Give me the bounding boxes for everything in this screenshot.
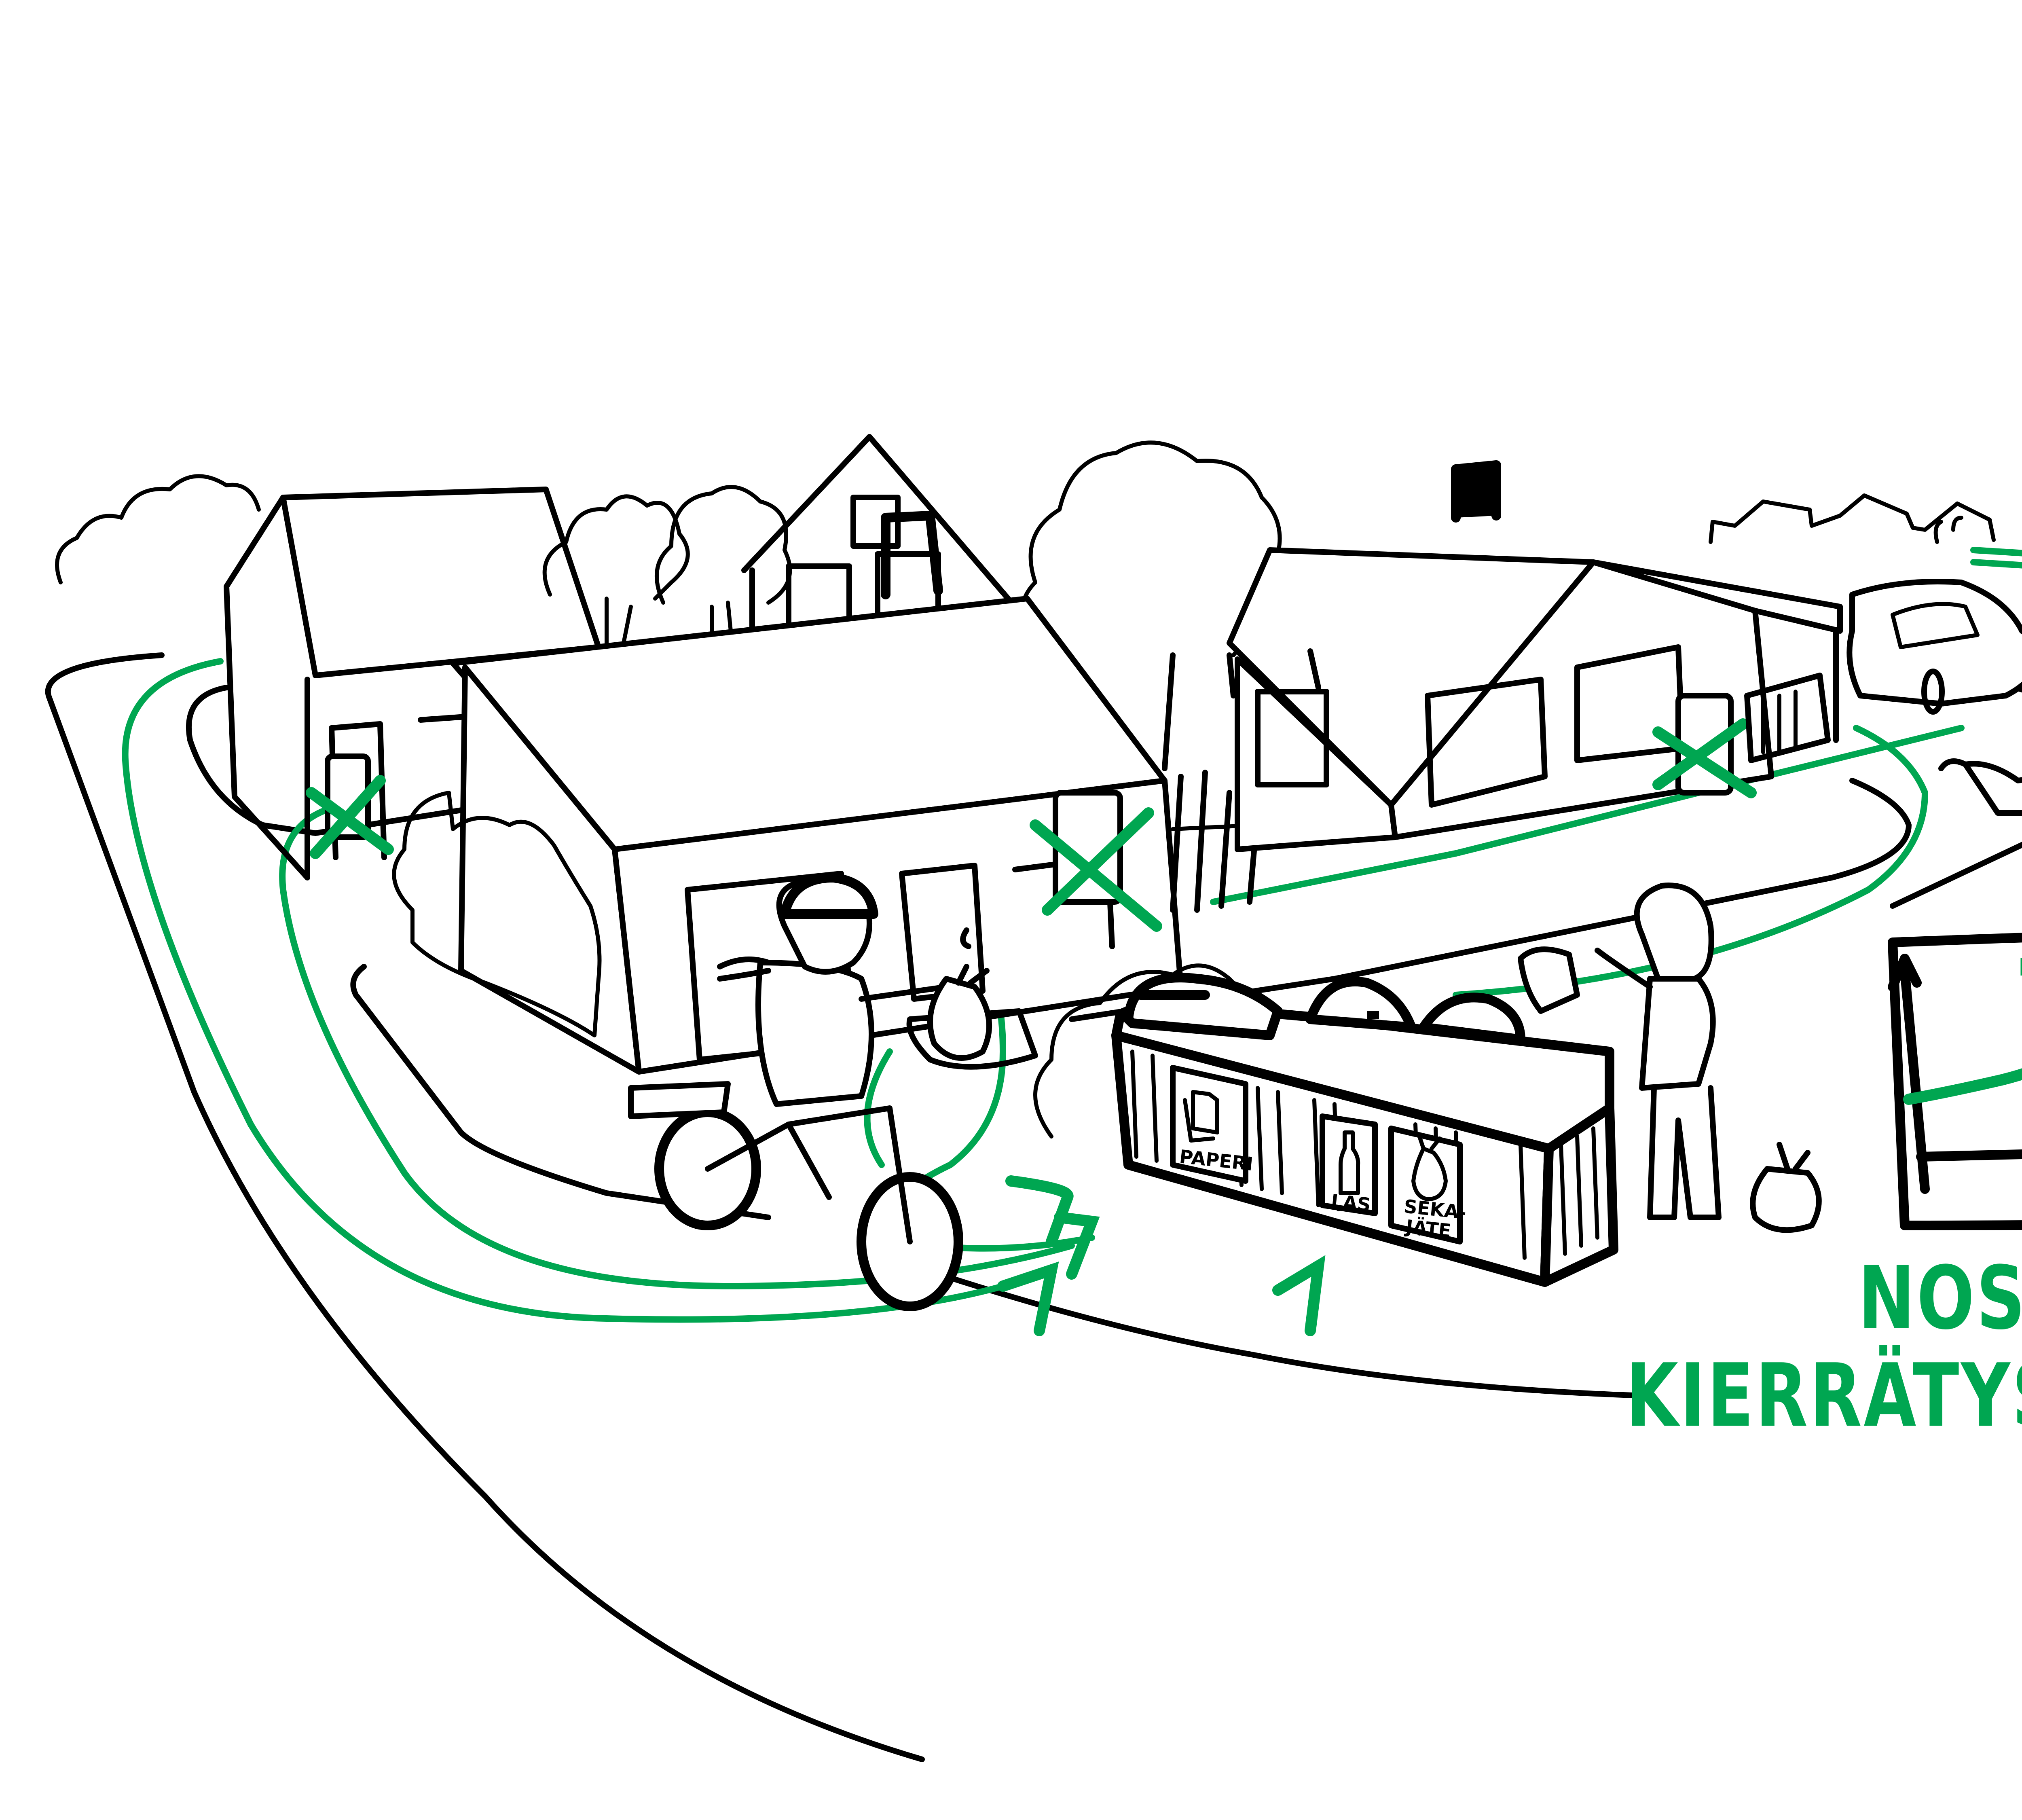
x-axis [1916, 1149, 2022, 1162]
man-washing-car [1933, 516, 2022, 569]
y-axis-arrowhead-icon [1888, 954, 1922, 992]
compartment-paper: PAPERI [1170, 1065, 1254, 1184]
inset-chart: moLoK [1888, 933, 2022, 1230]
mixed-waste-label-line2: JÄTE [1404, 1215, 1452, 1242]
paper-sheets-icon [1191, 1090, 1219, 1134]
glass-label: LASI [1330, 1190, 1379, 1217]
shrub [1033, 963, 1256, 1139]
recycling-caption-line2: KIERRÄTYSASTETTA [1626, 1344, 2022, 1446]
background-rooftops [1709, 493, 1996, 544]
crossed-out-bin [1030, 790, 1162, 932]
hedge [392, 791, 602, 1037]
woman-recycling [1518, 882, 1822, 1233]
glass-bottle-icon [1339, 1130, 1360, 1195]
cat [1938, 758, 2022, 816]
compartment-mixed-waste: SEKA- JÄTE [1388, 1126, 1468, 1244]
y-axis [1900, 966, 1930, 1194]
recycling-caption-line1: NOSTAA [1858, 1247, 2022, 1349]
center-house [1227, 460, 1843, 852]
parked-car [1846, 579, 2022, 715]
carport [1744, 628, 1839, 763]
crossed-out-bin [306, 753, 394, 859]
chart-line-series [1903, 1068, 2022, 1105]
recycling-container: PAPERI LASI SEKA- JÄTE [1111, 973, 1618, 1287]
back-trees [542, 485, 792, 649]
recycling-caption: NOSTAA KIERRÄTYSASTETTA [1626, 1247, 2022, 1446]
cyclist [628, 873, 992, 1311]
molok-annotation: moLoK [2018, 947, 2022, 983]
compartment-glass: LASI [1320, 1113, 1379, 1217]
trash-bag-icon [1411, 1134, 1448, 1201]
crossed-out-bin [1652, 693, 1757, 798]
